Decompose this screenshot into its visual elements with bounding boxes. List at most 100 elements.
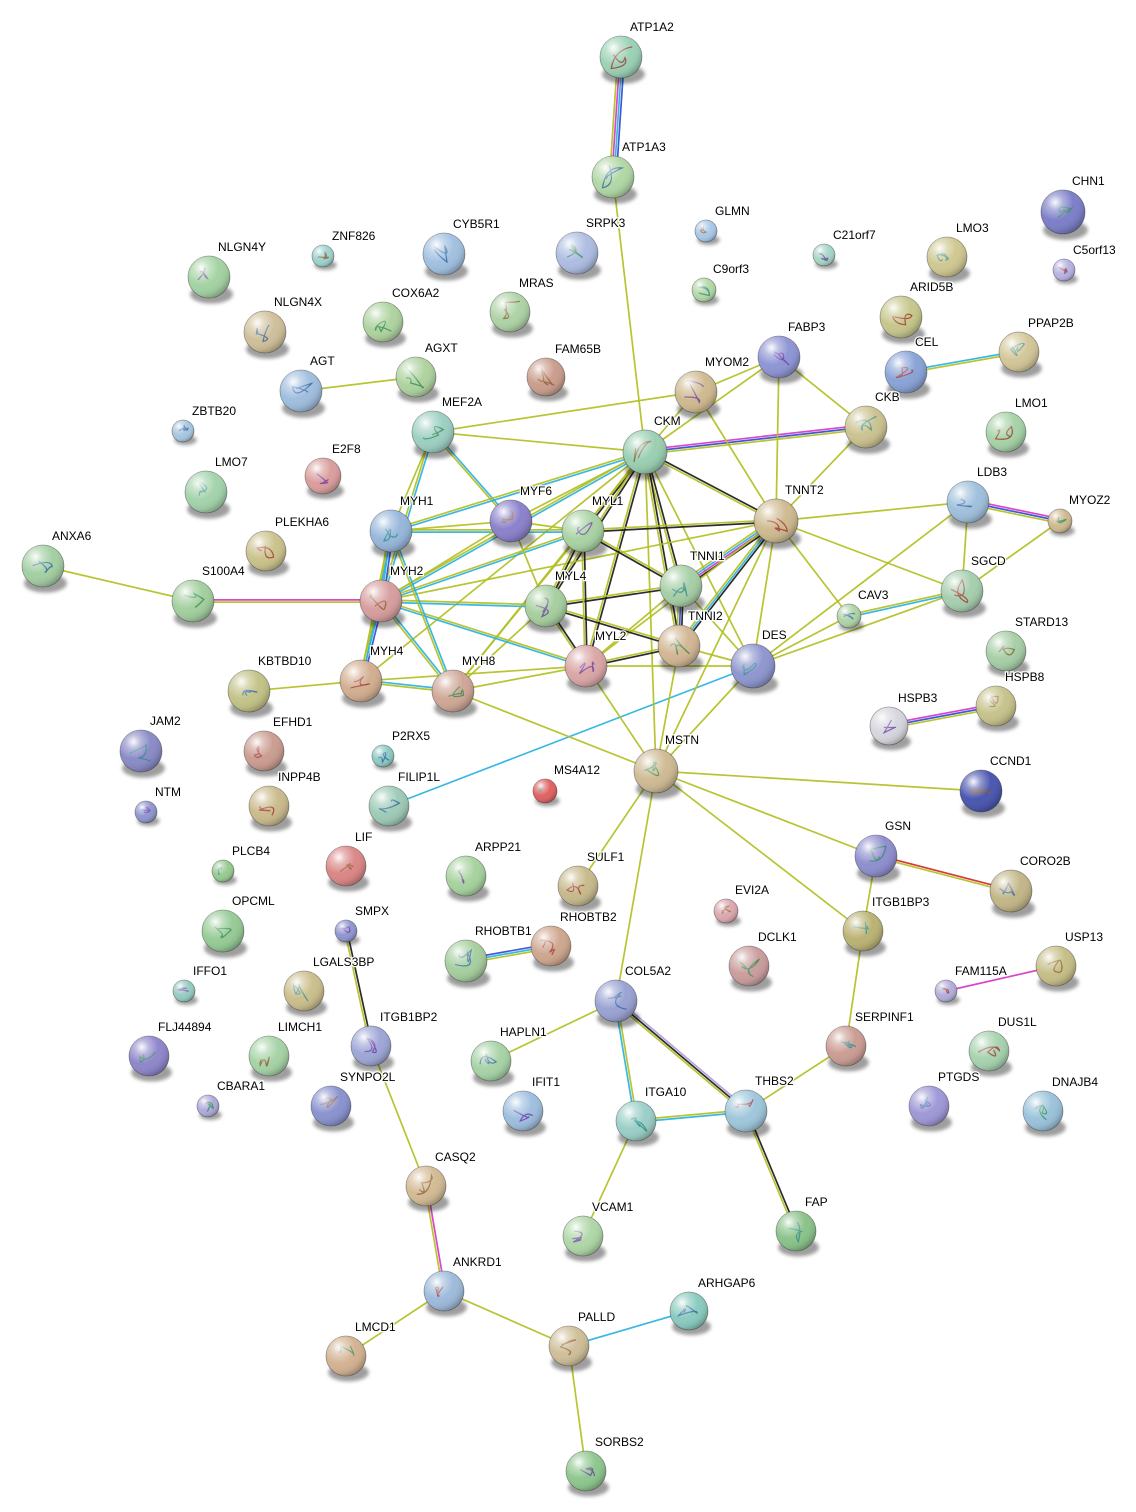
- node-NTM[interactable]: [134, 800, 158, 824]
- node-STARD13[interactable]: [985, 630, 1027, 672]
- edge-TNNT2-MSTN[interactable]: [655, 520, 777, 772]
- edge-CKM-TNNI2[interactable]: [643, 452, 679, 647]
- node-THBS2[interactable]: [724, 1089, 768, 1133]
- node-HAPLN1[interactable]: [470, 1040, 512, 1082]
- node-MYH8[interactable]: [431, 669, 475, 713]
- node-INPP4B[interactable]: [248, 785, 290, 827]
- node-PPAP2B[interactable]: [998, 331, 1040, 373]
- node-MYOM2[interactable]: [674, 370, 718, 414]
- node-RHOBTB1[interactable]: [444, 939, 488, 983]
- node-VCAM1[interactable]: [562, 1215, 604, 1257]
- node-MEF2A[interactable]: [411, 410, 455, 454]
- edge-CKM-MYF6[interactable]: [510, 451, 646, 522]
- edge-MYL4-MYH2[interactable]: [380, 599, 547, 606]
- node-CKM[interactable]: [622, 429, 668, 475]
- node-CKB[interactable]: [844, 405, 888, 449]
- node-USP13[interactable]: [1035, 945, 1077, 987]
- node-ZBTB20[interactable]: [171, 419, 195, 443]
- edge-CKM-MYH1[interactable]: [390, 450, 645, 531]
- node-KBTBD10[interactable]: [227, 669, 271, 713]
- node-MSTN[interactable]: [633, 748, 679, 794]
- node-LMCD1[interactable]: [325, 1335, 367, 1377]
- edge-TNNT2-MYL1[interactable]: [582, 519, 776, 531]
- node-E2F8[interactable]: [304, 457, 342, 495]
- node-CASQ2[interactable]: [405, 1165, 447, 1207]
- edge-COL5A2-MSTN[interactable]: [615, 770, 657, 1002]
- node-GLMN[interactable]: [694, 219, 718, 243]
- edge-GSN-MSTN[interactable]: [655, 770, 877, 857]
- node-FAP[interactable]: [775, 1210, 817, 1252]
- edge-MYL2-MYH2[interactable]: [380, 601, 586, 668]
- node-IFFO1[interactable]: [172, 979, 196, 1003]
- edge-MYL4-MYH2[interactable]: [380, 601, 547, 608]
- edge-ANKRD1-PALLD[interactable]: [443, 1290, 570, 1347]
- node-HSPB3[interactable]: [869, 706, 909, 746]
- node-COX6A2[interactable]: [362, 301, 404, 343]
- edge-TNNT2-MYH2[interactable]: [380, 520, 777, 602]
- node-SERPINF1[interactable]: [825, 1025, 867, 1067]
- edge-CKM-MYH1[interactable]: [391, 452, 646, 533]
- node-C21orf7[interactable]: [812, 243, 836, 267]
- node-PLEKHA6[interactable]: [245, 530, 287, 572]
- node-P2RX5[interactable]: [371, 744, 395, 768]
- node-ANKRD1[interactable]: [423, 1270, 465, 1312]
- node-DUS1L[interactable]: [968, 1030, 1010, 1072]
- edge-ANXA6-S100A4[interactable]: [42, 565, 194, 602]
- edge-CKM-MYH4[interactable]: [360, 451, 646, 682]
- node-HSPB8[interactable]: [975, 685, 1017, 727]
- node-LMO3[interactable]: [926, 236, 968, 278]
- node-EFHD1[interactable]: [243, 730, 285, 772]
- node-PLCB4[interactable]: [211, 859, 235, 883]
- node-CEL[interactable]: [884, 350, 928, 394]
- node-NLGN4Y[interactable]: [187, 255, 231, 299]
- node-LMO1[interactable]: [985, 411, 1027, 453]
- node-MYOZ2[interactable]: [1047, 508, 1073, 534]
- node-ARHGAP6[interactable]: [669, 1291, 709, 1331]
- node-IFIT1[interactable]: [502, 1090, 544, 1132]
- edge-TNNT2-MYL1[interactable]: [583, 521, 777, 533]
- node-MRAS[interactable]: [489, 291, 531, 333]
- edge-FILIP1L-DES[interactable]: [388, 665, 754, 807]
- node-MYL4[interactable]: [524, 584, 568, 628]
- node-ARID5B[interactable]: [879, 295, 923, 339]
- node-ITGB1BP3[interactable]: [842, 910, 884, 952]
- node-ZNF826[interactable]: [311, 244, 335, 268]
- node-JAM2[interactable]: [119, 729, 163, 773]
- node-CORO2B[interactable]: [989, 869, 1033, 913]
- edge-CKM-TNNT2[interactable]: [644, 452, 776, 523]
- edge-MYL1-MYH8[interactable]: [452, 530, 584, 692]
- edge-CKM-TNNI2[interactable]: [645, 451, 681, 646]
- edge-MYH1-MYH8[interactable]: [389, 531, 453, 692]
- node-OPCML[interactable]: [201, 909, 245, 953]
- node-COL5A2[interactable]: [594, 979, 638, 1023]
- edge-MYH1-MYH8[interactable]: [391, 530, 455, 691]
- node-ITGA10[interactable]: [615, 1100, 657, 1142]
- node-TNNI2[interactable]: [657, 624, 701, 668]
- node-SMPX[interactable]: [334, 919, 358, 943]
- edge-CKM-TNNT2[interactable]: [645, 450, 777, 521]
- node-FLJ44894[interactable]: [128, 1035, 170, 1077]
- node-SRPK3[interactable]: [555, 231, 599, 275]
- edge-MYF6-MYH2[interactable]: [380, 520, 512, 602]
- node-C5orf13[interactable]: [1052, 258, 1076, 282]
- node-MYL1[interactable]: [561, 509, 605, 553]
- edge-TNNI2-MYL4[interactable]: [545, 606, 679, 648]
- edge-GSN-CORO2B[interactable]: [876, 854, 1012, 891]
- node-EVI2A[interactable]: [713, 898, 739, 924]
- node-ANXA6[interactable]: [21, 544, 65, 588]
- node-SULF1[interactable]: [557, 865, 599, 907]
- node-FILIP1L[interactable]: [368, 785, 410, 827]
- node-MYL2[interactable]: [564, 644, 608, 688]
- edge-ATP1A3-CKM[interactable]: [612, 176, 646, 453]
- node-MS4A12[interactable]: [532, 778, 558, 804]
- edge-COL5A2-HAPLN1[interactable]: [490, 1000, 617, 1062]
- node-CHN1[interactable]: [1040, 189, 1086, 235]
- node-SORBS2[interactable]: [565, 1450, 607, 1492]
- edge-LDB3-DES[interactable]: [752, 501, 969, 667]
- node-RHOBTB2[interactable]: [530, 925, 572, 967]
- edge-FABP3-TNNT2[interactable]: [775, 356, 780, 522]
- node-CBARA1[interactable]: [196, 1094, 220, 1118]
- node-ITGB1BP2[interactable]: [350, 1025, 392, 1067]
- node-PTGDS[interactable]: [908, 1085, 950, 1127]
- edge-CKM-CKB[interactable]: [645, 428, 867, 456]
